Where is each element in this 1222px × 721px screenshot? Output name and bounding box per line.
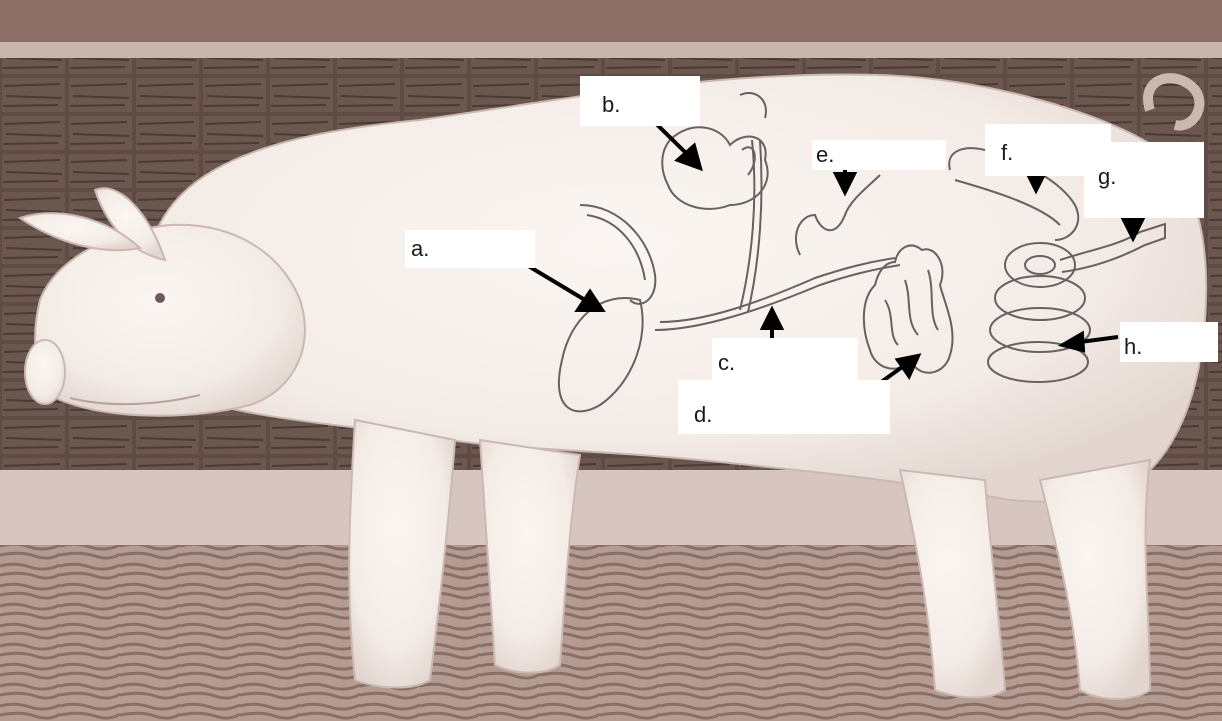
label-d: d.	[678, 380, 890, 434]
label-g: g.	[1084, 142, 1204, 218]
label-b: b.	[580, 76, 700, 126]
label-h: h.	[1120, 322, 1218, 362]
fence-rail	[0, 42, 1222, 60]
label-f-text: f.	[1001, 142, 1013, 164]
label-a: a.	[405, 230, 535, 268]
label-c: c.	[712, 338, 858, 380]
label-e-text: e.	[816, 144, 834, 166]
ground	[0, 545, 1222, 721]
label-h-text: h.	[1124, 336, 1142, 358]
label-a-text: a.	[411, 238, 429, 260]
label-b-text: b.	[602, 94, 620, 116]
label-c-text: c.	[718, 352, 735, 374]
pig-eye	[155, 293, 165, 303]
label-g-text: g.	[1098, 166, 1116, 188]
label-e: e.	[812, 140, 946, 170]
label-d-text: d.	[694, 404, 712, 426]
